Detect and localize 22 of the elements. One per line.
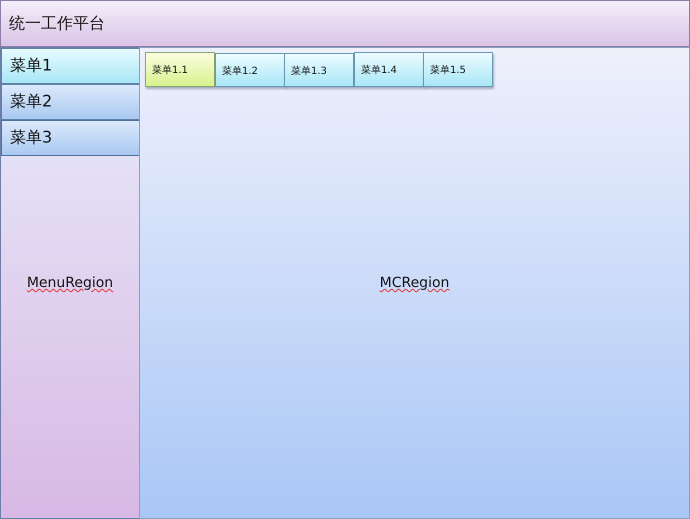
content-region-panel: [139, 47, 690, 519]
tab-label: 菜单1.3: [291, 64, 327, 78]
region-label: MenuRegion: [26, 275, 114, 291]
menu-item: [1, 48, 141, 84]
tab-label: 菜单1.1: [152, 64, 188, 77]
tab-label: 菜单1.2: [222, 64, 258, 78]
menu-label: 菜单3: [10, 128, 52, 148]
menu-label: 菜单1: [10, 56, 52, 76]
menu-item: [1, 84, 141, 120]
app-title: 统一工作平台: [9, 13, 105, 34]
menu-label: 菜单2: [10, 92, 52, 112]
tab-label: 菜单1.4: [361, 64, 397, 77]
tab: [284, 53, 354, 87]
menu-item: [1, 120, 141, 156]
tab: [423, 52, 493, 87]
tab: [215, 53, 285, 87]
header-bar: [0, 0, 690, 47]
tab-label: 菜单1.5: [430, 64, 466, 77]
tab: [354, 52, 424, 87]
tab: [145, 52, 215, 87]
region-label: MCRegion: [380, 275, 450, 291]
menu-region-panel: [0, 47, 140, 519]
